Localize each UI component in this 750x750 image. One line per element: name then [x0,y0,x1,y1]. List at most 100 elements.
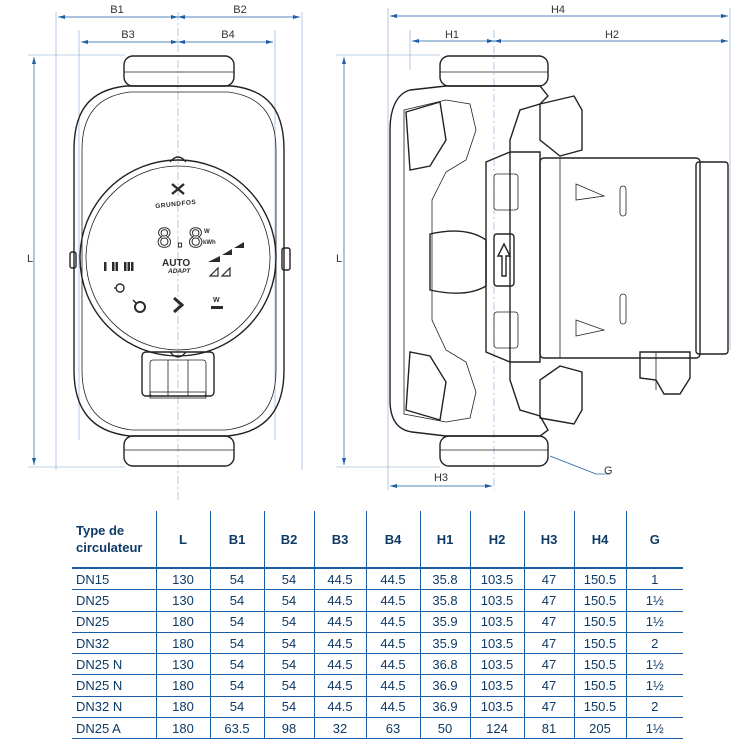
table-cell: 103.5 [469,632,524,655]
table-cell: 47 [523,589,574,612]
table-cell: 130 [155,568,210,591]
next-chevron-button-icon[interactable] [173,296,185,314]
table-cell: 124 [469,717,524,740]
col-header: H4 [573,511,626,569]
table-cell: 47 [523,611,574,633]
unit-power-label: W [204,229,210,235]
table-cell: 130 [155,653,210,676]
table-cell: 54 [263,589,314,612]
table-cell-type: DN25 N [72,674,156,697]
dim-b3-label: B3 [121,29,134,41]
table-cell: 44.5 [313,611,366,633]
dim-g-label: G [604,465,613,477]
col-header: Type de circulateur [72,511,156,569]
auto-label: AUTO [162,258,190,269]
table-cell: 63 [365,717,420,740]
dim-b1-label: B1 [110,4,123,16]
table-cell: 35.9 [419,611,470,633]
setting-button-icon[interactable] [132,299,146,313]
table-cell: 2 [625,632,683,655]
table-cell: 180 [155,674,210,697]
dim-h4-label: H4 [551,4,565,16]
table-cell-type: DN32 N [72,696,156,719]
power-readout-icon: W [211,297,223,309]
table-cell: 47 [523,674,574,697]
dim-b2-label: B2 [233,4,246,16]
table-cell: 150.5 [573,674,626,697]
display-digits: 8.8 [157,224,204,254]
table-cell: 35.9 [419,632,470,655]
table-cell-type: DN32 [72,632,156,655]
table-cell: 36.9 [419,674,470,697]
curve-steps-icon [208,242,244,262]
table-cell: 103.5 [469,611,524,633]
adapt-label: ADAPT [167,268,191,275]
table-cell: 44.5 [365,674,420,697]
table-cell: 103.5 [469,568,524,591]
table-cell: 44.5 [365,589,420,612]
dim-h2-label: H2 [605,29,619,41]
col-header: L [155,511,210,569]
table-cell-type: DN25 [72,611,156,633]
table-cell: 180 [155,611,210,633]
table-cell: 150.5 [573,632,626,655]
dim-h1-label: H1 [445,29,459,41]
dim-l-label: L [27,253,33,265]
table-cell-type: DN25 A [72,717,156,740]
table-cell: 54 [209,632,264,655]
col-header: H3 [523,511,574,569]
table-cell: 54 [263,653,314,676]
technical-drawing: B1 B2 B3 B4 L [27,4,731,500]
table-cell: 103.5 [469,653,524,676]
col-header: B2 [263,511,314,569]
table-cell: 1½ [625,653,683,676]
table-cell: 44.5 [313,653,366,676]
table-cell: 44.5 [313,674,366,697]
table-cell: 150.5 [573,611,626,633]
table-cell: 54 [209,696,264,719]
table-cell: 36.9 [419,696,470,719]
dim-l-side-label: L [336,253,342,265]
table-cell: 54 [263,611,314,633]
table-cell: 54 [263,568,314,591]
col-header: B4 [365,511,420,569]
table-cell: 103.5 [469,696,524,719]
svg-text:W: W [213,297,220,304]
table-cell: 54 [209,674,264,697]
table-cell: 54 [263,696,314,719]
table-cell: 47 [523,696,574,719]
table-cell: 2 [625,696,683,719]
table-cell: 180 [155,717,210,740]
dim-b4-label: B4 [221,29,234,41]
brand-text: GRUNDFOS [155,199,197,210]
table-cell: 98 [263,717,314,740]
col-header: G [625,511,683,569]
table-cell: 63.5 [209,717,264,740]
table-cell: 44.5 [365,611,420,633]
table-cell: 44.5 [365,696,420,719]
table-cell: 44.5 [313,589,366,612]
dim-h3-label: H3 [434,472,448,484]
table-cell: 81 [523,717,574,740]
table-cell: 47 [523,653,574,676]
front-view: B1 B2 B3 B4 L [27,4,303,500]
table-cell: 47 [523,568,574,591]
table-cell: 180 [155,632,210,655]
table-cell: 44.5 [313,568,366,591]
side-view: H4 H1 H2 L H3 G [336,4,731,490]
table-cell: 44.5 [365,568,420,591]
table-cell: 54 [263,632,314,655]
unit-energy-label: kWh [203,240,216,246]
table-cell: 47 [523,632,574,655]
table-cell: 1 [625,568,683,591]
table-cell: 103.5 [469,589,524,612]
night-mode-icon [114,283,125,293]
